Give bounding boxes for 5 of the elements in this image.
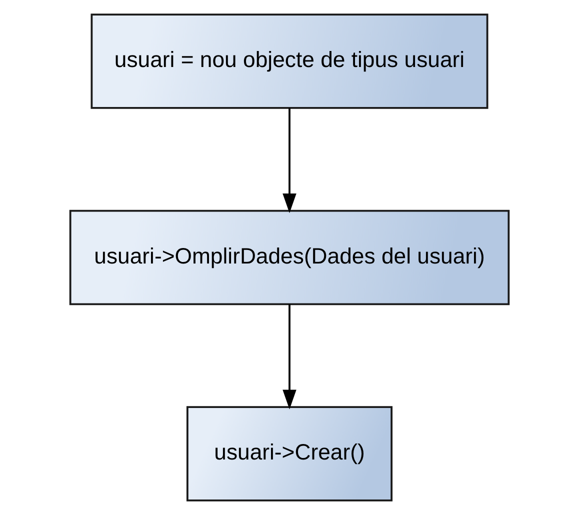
node-box: usuari->Crear() — [186, 406, 393, 502]
arrow — [282, 108, 296, 214]
arrow — [282, 304, 296, 410]
node-box: usuari->OmplirDades(Dades del usuari) — [69, 210, 510, 306]
node-box: usuari = nou objecte de tipus usuari — [90, 14, 488, 109]
